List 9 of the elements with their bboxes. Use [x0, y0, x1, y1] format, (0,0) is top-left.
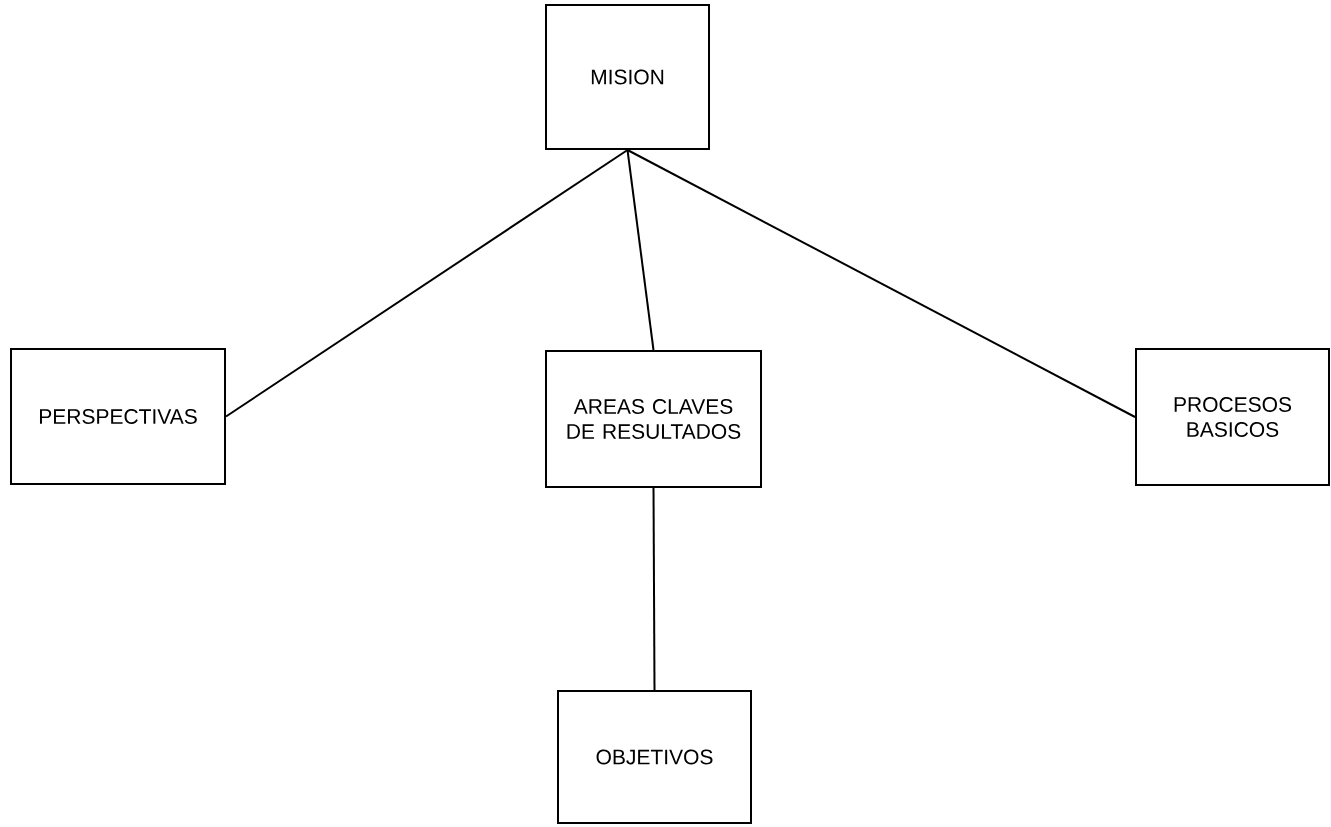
connector-line [225, 149, 629, 418]
connector-line [626, 149, 1136, 418]
text-box: AREAS CLAVES DE RESULTADOS [545, 350, 762, 488]
text-box: MISION [545, 4, 710, 150]
connector-line [626, 149, 655, 351]
connector-line [652, 487, 656, 691]
text-box: PROCESOS BASICOS [1135, 348, 1330, 486]
text-box: PERSPECTIVAS [10, 348, 226, 485]
text-box: OBJETIVOS [557, 690, 752, 824]
